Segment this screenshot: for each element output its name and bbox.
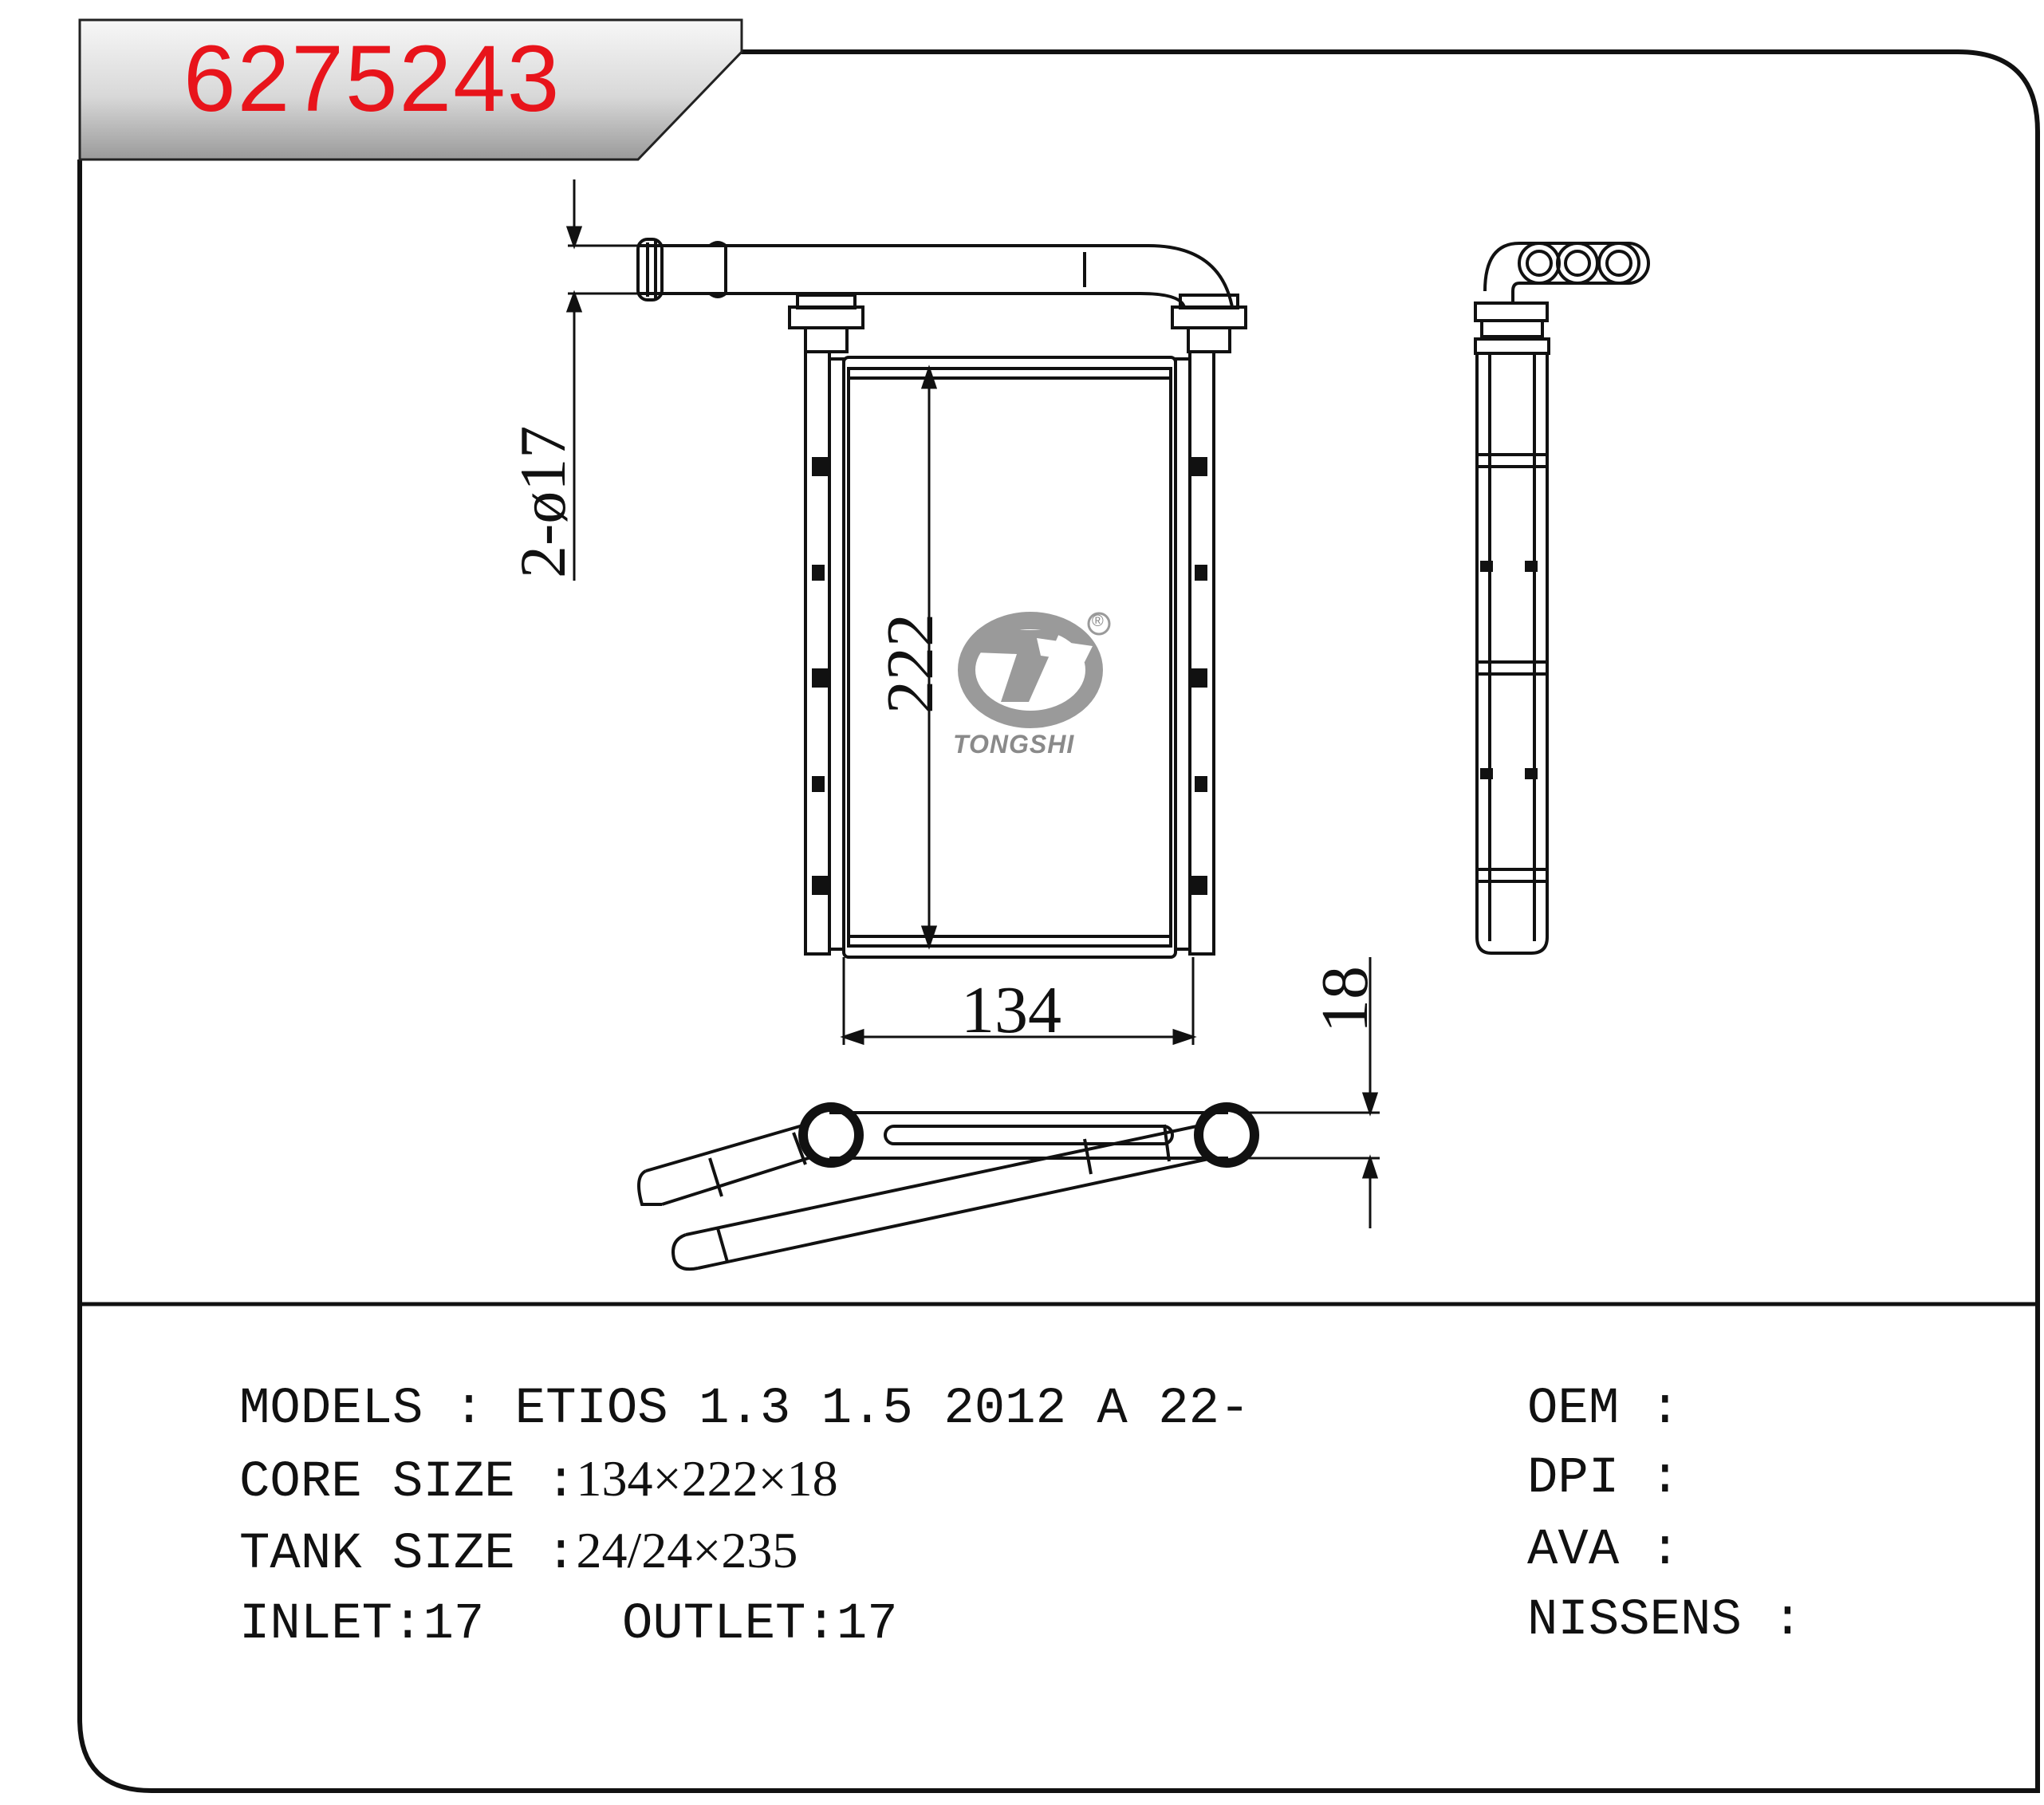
dim-core-width-label: 134 [961, 973, 1061, 1047]
logo-text: TONGSHI [953, 730, 1075, 759]
tank-size-value: 24/24×235 [576, 1522, 798, 1578]
front-view [636, 238, 1247, 959]
dim-core-height-label: 222 [873, 613, 947, 714]
dim-core-width [840, 957, 1197, 1046]
core-size-row: CORE SIZE :134×222×18 [239, 1450, 838, 1511]
inlet-value: 17 [423, 1596, 485, 1653]
tongshi-logo [958, 612, 1111, 728]
dim-core-height [920, 365, 938, 950]
header-banner [78, 18, 743, 161]
side-view [1474, 242, 1650, 955]
dim-pipe-diameter [565, 179, 638, 581]
models-label: MODELS : [239, 1381, 485, 1438]
dpi-label: DPI : [1527, 1450, 1681, 1507]
tank-size-row: TANK SIZE :24/24×235 [239, 1522, 798, 1583]
models-value: ETIOS 1.3 1.5 2012 A 22- [514, 1381, 1250, 1438]
outlet-row: OUTLET:17 [622, 1599, 898, 1650]
ava-label: AVA : [1527, 1522, 1681, 1579]
part-number: 6275243 [183, 26, 561, 132]
oem-label: OEM : [1527, 1381, 1681, 1438]
inlet-label: INLET: [239, 1596, 423, 1653]
core-size-label: CORE SIZE : [239, 1454, 577, 1511]
dim-core-thickness-label: 18 [1308, 966, 1382, 1033]
outlet-label: OUTLET: [622, 1596, 837, 1653]
inlet-row: INLET:17 [239, 1599, 484, 1650]
dim-core-thickness [1244, 957, 1380, 1228]
tank-size-label: TANK SIZE : [239, 1526, 577, 1583]
top-view [637, 1102, 1259, 1271]
outlet-value: 17 [836, 1596, 898, 1653]
outer-frame [77, 49, 2040, 1793]
dim-pipe-diameter-label: 2-ø17 [506, 425, 579, 578]
models-row: MODELS : ETIOS 1.3 1.5 2012 A 22- [239, 1384, 1250, 1435]
nissens-label: NISSENS : [1527, 1592, 1803, 1649]
core-size-value: 134×222×18 [576, 1450, 838, 1507]
registered-mark: ® [1092, 613, 1104, 630]
